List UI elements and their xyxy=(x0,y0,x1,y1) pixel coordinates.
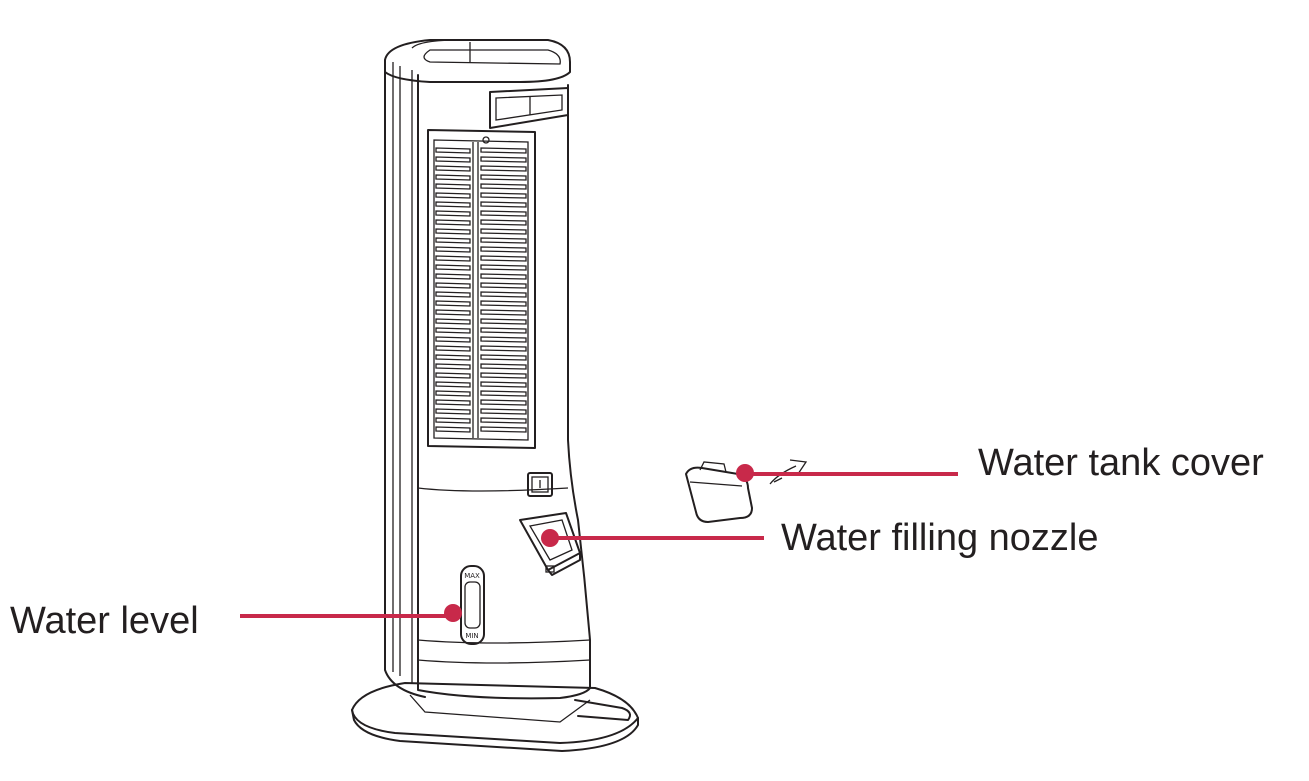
louver-slat xyxy=(435,219,471,226)
louver-slat xyxy=(480,174,527,181)
louver-slat xyxy=(435,147,471,154)
louver-slat xyxy=(480,192,527,199)
louver-slat xyxy=(480,201,527,208)
base-stand xyxy=(351,682,639,752)
louver-slat xyxy=(435,273,471,280)
louver-slat xyxy=(435,291,471,298)
louver-slat xyxy=(435,156,471,163)
tower-body xyxy=(417,74,591,700)
louver-slat xyxy=(435,246,471,253)
louver-slat xyxy=(435,345,471,352)
louver-slat xyxy=(480,336,527,343)
louver-slat xyxy=(435,336,471,343)
louver-slat xyxy=(480,354,527,361)
louver-slat xyxy=(480,228,527,235)
louver-slat xyxy=(480,417,527,424)
louver-slat xyxy=(480,255,527,262)
louver-slat xyxy=(480,282,527,289)
tower-side-panel xyxy=(384,59,426,698)
louver-slat xyxy=(435,183,471,190)
louver-slat xyxy=(435,408,471,415)
louver-slat xyxy=(480,300,527,307)
louver-slat xyxy=(435,237,471,244)
louver-slat xyxy=(435,264,471,271)
water-tank-cover-part xyxy=(685,461,753,523)
louver-slat xyxy=(480,291,527,298)
louver-slat xyxy=(435,381,471,388)
louver-slat xyxy=(480,156,527,163)
louver-slat xyxy=(435,372,471,379)
front-grille xyxy=(427,129,536,449)
water-level-gauge: MAX MIN xyxy=(460,565,485,645)
label-water-filling-nozzle: Water filling nozzle xyxy=(781,517,1099,559)
louver-slat xyxy=(480,318,527,325)
louver-slat xyxy=(435,327,471,334)
louver-slat xyxy=(480,246,527,253)
louver-slat xyxy=(435,390,471,397)
louver-slat xyxy=(480,408,527,415)
louver-slat xyxy=(480,237,527,244)
label-water-tank-cover: Water tank cover xyxy=(978,442,1264,484)
gauge-max-label: MAX xyxy=(464,572,480,580)
louver-slat xyxy=(480,264,527,271)
louver-slat xyxy=(480,381,527,388)
louver-slat xyxy=(435,426,471,433)
louver-slat xyxy=(480,399,527,406)
louver-slat xyxy=(435,318,471,325)
louver-slat xyxy=(435,228,471,235)
callouts xyxy=(240,464,958,622)
louver-slat xyxy=(435,210,471,217)
louver-slat xyxy=(480,345,527,352)
power-switch xyxy=(527,472,553,497)
louver-slat xyxy=(435,417,471,424)
louver-slat xyxy=(480,210,527,217)
water-filling-nozzle xyxy=(519,512,581,576)
louver-slat xyxy=(480,147,527,154)
grille-louvers xyxy=(435,147,527,433)
top-vent xyxy=(489,87,569,129)
louver-slat xyxy=(435,192,471,199)
louver-slat xyxy=(480,327,527,334)
louver-slat xyxy=(480,219,527,226)
louver-slat xyxy=(480,273,527,280)
louver-slat xyxy=(480,363,527,370)
louver-slat xyxy=(435,255,471,262)
louver-slat xyxy=(435,309,471,316)
louver-slat xyxy=(480,183,527,190)
louver-slat xyxy=(480,390,527,397)
callout-dot-water-level xyxy=(444,604,462,622)
louver-slat xyxy=(435,201,471,208)
gauge-min-label: MIN xyxy=(465,632,478,640)
louver-slat xyxy=(480,372,527,379)
label-water-level: Water level xyxy=(10,600,199,642)
louver-slat xyxy=(435,363,471,370)
callout-dot-filling-nozzle xyxy=(541,529,559,547)
louver-slat xyxy=(435,165,471,172)
louver-slat xyxy=(480,426,527,433)
louver-slat xyxy=(435,282,471,289)
louver-slat xyxy=(480,165,527,172)
callout-dot-tank-cover xyxy=(736,464,754,482)
louver-slat xyxy=(435,300,471,307)
louver-slat xyxy=(435,354,471,361)
louver-slat xyxy=(435,174,471,181)
top-cap xyxy=(384,39,571,83)
louver-slat xyxy=(480,309,527,316)
louver-slat xyxy=(435,399,471,406)
